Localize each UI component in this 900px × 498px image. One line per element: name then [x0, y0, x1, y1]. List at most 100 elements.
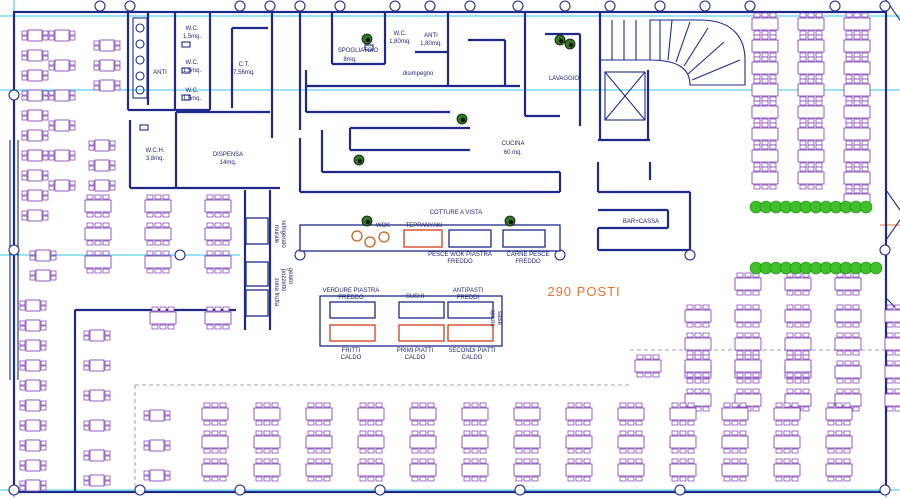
chair: [843, 420, 851, 426]
chair: [88, 145, 95, 151]
table-top: [784, 337, 812, 351]
table-top: [617, 463, 645, 477]
chair: [723, 430, 731, 436]
chair: [844, 360, 852, 366]
table-top: [25, 299, 41, 312]
chair: [419, 430, 427, 436]
chair: [671, 476, 679, 482]
chair: [752, 372, 760, 378]
chair: [109, 145, 116, 151]
chair: [167, 306, 175, 312]
chair: [861, 52, 869, 58]
table-top: [669, 407, 697, 421]
chair: [427, 458, 435, 464]
label-verdure-1: VERDURE PIASTRA: [323, 288, 380, 294]
dining-table-6: [825, 430, 853, 454]
chair: [744, 388, 752, 394]
dining-table-4: [93, 79, 121, 92]
chair: [271, 420, 279, 426]
chair: [219, 430, 227, 436]
chair: [853, 100, 861, 106]
chair: [86, 222, 94, 228]
dining-table-4: [83, 474, 111, 487]
chair: [102, 222, 110, 228]
chair: [323, 448, 331, 454]
chair: [852, 360, 860, 366]
chair: [807, 122, 815, 128]
table-top: [253, 435, 281, 449]
chair: [367, 420, 375, 426]
chair: [686, 354, 694, 360]
chair: [731, 430, 739, 436]
chair: [671, 420, 679, 426]
chair: [567, 402, 575, 408]
chair: [753, 166, 761, 172]
dining-table-6: [513, 430, 541, 454]
chef-figure: [456, 113, 468, 125]
chair: [852, 406, 860, 412]
chair: [769, 122, 777, 128]
chair: [83, 455, 90, 461]
chair: [86, 240, 94, 246]
chair: [753, 52, 761, 58]
chair: [583, 458, 591, 464]
table-top: [149, 439, 165, 452]
label-zona-frutta: zona frutta: [273, 278, 279, 307]
chair: [50, 255, 57, 261]
table-top: [54, 89, 70, 102]
table-top: [54, 59, 70, 72]
chair: [48, 35, 55, 41]
chair: [861, 184, 869, 190]
column: [94, 0, 106, 12]
capacity-label: 290 POSTI: [547, 284, 620, 299]
chair: [694, 388, 702, 394]
chair: [583, 476, 591, 482]
label-wc-3-area: 1,5mq.: [183, 96, 202, 102]
dining-table-4: [143, 469, 171, 482]
chair: [853, 140, 861, 146]
label-lavaggio: LAVAGGIO: [549, 76, 579, 82]
label-verdure-2: FREDDO: [338, 295, 364, 301]
chair: [21, 115, 28, 121]
chair: [619, 402, 627, 408]
column: [699, 0, 711, 12]
dining-table-6: [684, 304, 712, 328]
table-top: [843, 83, 871, 97]
chair: [686, 332, 694, 338]
chair: [627, 430, 635, 436]
chair: [375, 420, 383, 426]
table-top: [305, 407, 333, 421]
table-top: [25, 339, 41, 352]
chair: [214, 250, 222, 256]
chair: [761, 100, 769, 106]
dining-table-6: [253, 430, 281, 454]
chair: [783, 476, 791, 482]
chair: [786, 372, 794, 378]
chair: [479, 402, 487, 408]
chair: [807, 30, 815, 36]
chair: [687, 420, 695, 426]
chair: [83, 480, 90, 486]
table-top: [843, 61, 871, 75]
table-top: [721, 407, 749, 421]
chair: [203, 420, 211, 426]
dining-table-6: [461, 402, 489, 426]
chair: [636, 372, 644, 378]
chair: [894, 332, 900, 338]
dining-table-6: [834, 332, 862, 356]
dining-table-4: [48, 119, 76, 132]
chair: [143, 410, 150, 416]
chair: [753, 100, 761, 106]
label-carne-pesce-2: FREDDO: [515, 259, 541, 265]
column: [294, 0, 306, 12]
dining-table-6: [784, 354, 812, 378]
chair: [375, 476, 383, 482]
chair: [104, 360, 111, 366]
chair: [471, 458, 479, 464]
table-top: [357, 407, 385, 421]
dining-table-6: [884, 304, 900, 328]
table-top: [149, 469, 165, 482]
column: [879, 244, 891, 256]
chair: [164, 415, 171, 421]
chair: [619, 430, 627, 436]
